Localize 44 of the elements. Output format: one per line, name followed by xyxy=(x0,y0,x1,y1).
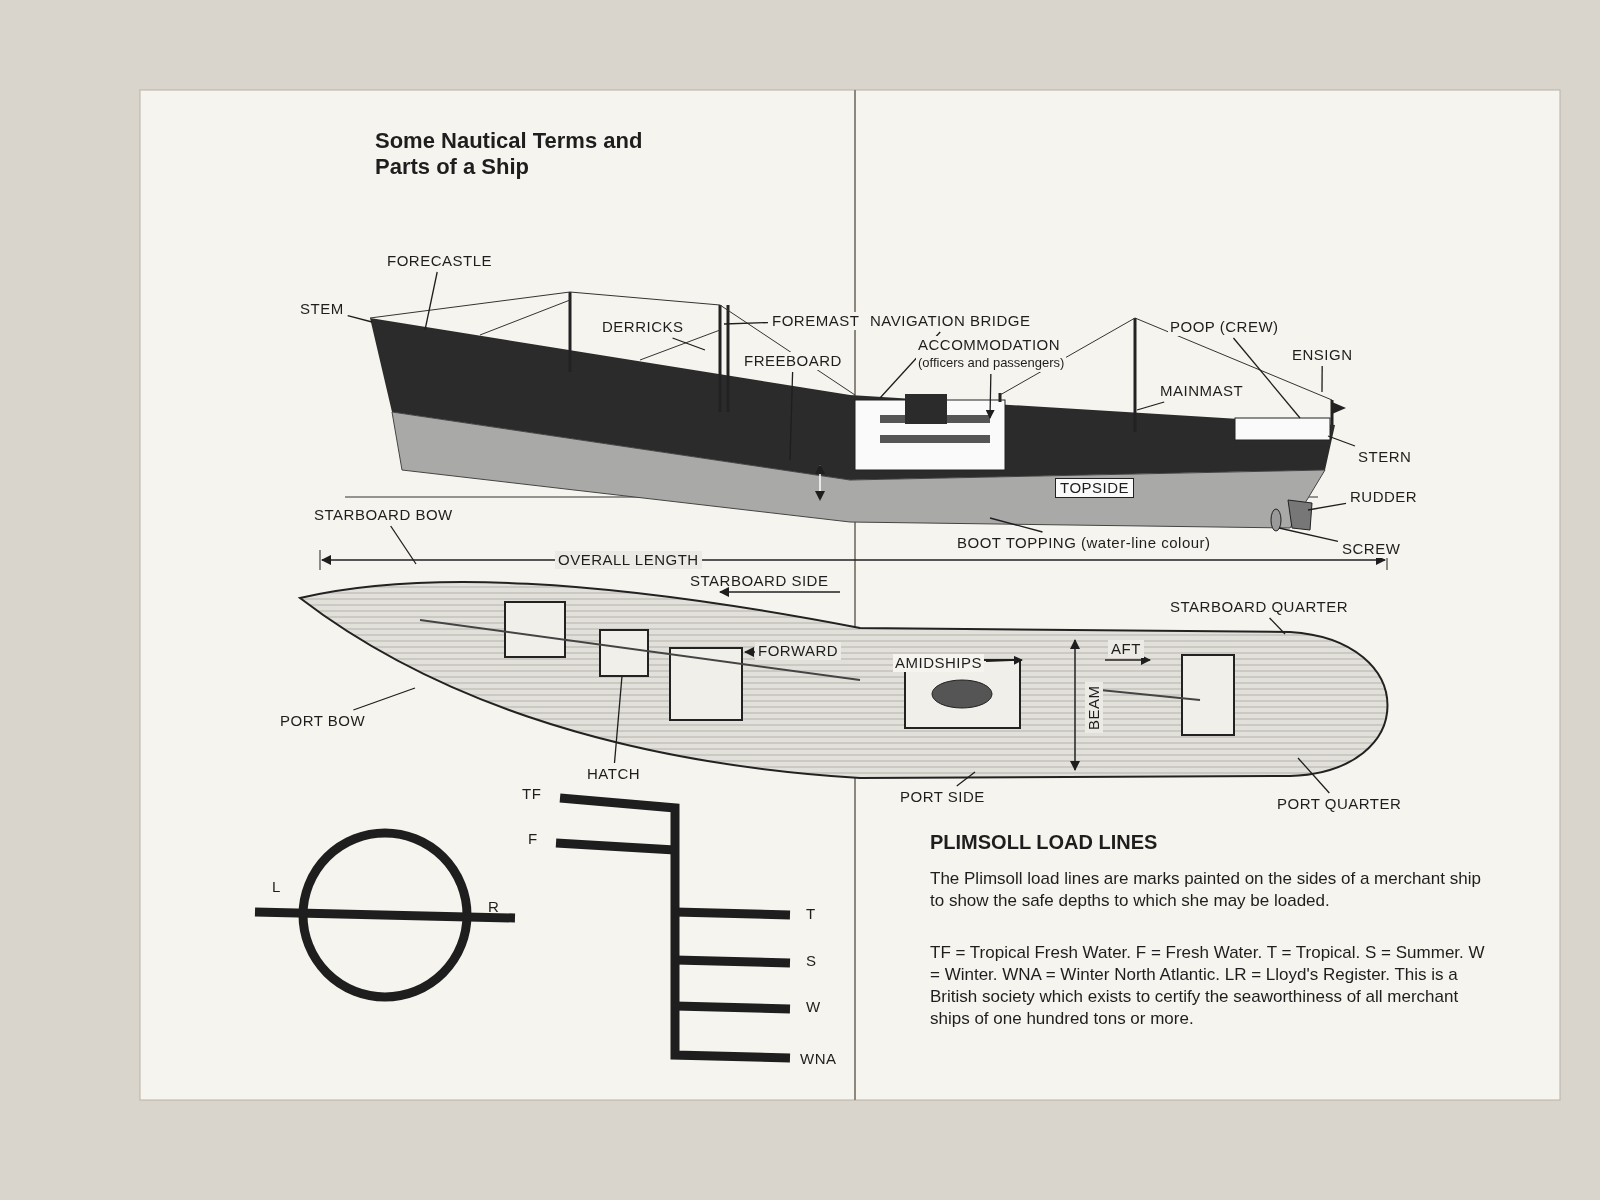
mark-letter: L xyxy=(272,878,281,896)
dimension-label: OVERALL LENGTH xyxy=(555,551,702,569)
leader-line xyxy=(789,371,794,461)
part-label: BOOT TOPPING (water-line colour) xyxy=(955,534,1213,552)
leader-line xyxy=(1232,337,1301,419)
leader-line xyxy=(352,687,416,711)
leader-line xyxy=(723,321,769,325)
page-title: Some Nautical Terms and Parts of a Ship xyxy=(375,128,644,180)
leader-line xyxy=(390,525,417,565)
hull-label: TOPSIDE xyxy=(1055,478,1135,498)
leader-line xyxy=(613,675,623,764)
direction-label: AFT xyxy=(1108,640,1144,658)
mark-letter: T xyxy=(806,905,816,923)
leader-line xyxy=(1321,365,1323,393)
part-label: (officers and passengers) xyxy=(916,354,1067,372)
mark-letter: R xyxy=(488,898,500,916)
leader-line xyxy=(671,337,706,351)
leader-line xyxy=(1297,757,1330,794)
leader-line xyxy=(1268,617,1286,635)
direction-label: STARBOARD SIDE xyxy=(690,572,829,590)
leader-line xyxy=(1327,435,1356,447)
part-label: FREEBOARD xyxy=(742,352,844,370)
mark-letter: S xyxy=(806,952,817,970)
paragraph: TF = Tropical Fresh Water. F = Fresh Water. T = Tropical. S = Summer. W = Winter. WNA = Winter North Atlantic. LR = Lloyd's Register. This is a British society which exists to certify the seaworthiness of all merchant ships of one hundred tons or more. xyxy=(930,942,1485,1030)
part-label: FOREMAST xyxy=(770,312,862,330)
section-heading: PLIMSOLL LOAD LINES xyxy=(930,833,1159,851)
part-label: AMIDSHIPS xyxy=(893,654,984,672)
mark-letter: WNA xyxy=(800,1050,837,1068)
mark-letter: W xyxy=(806,998,821,1016)
direction-label: FORWARD xyxy=(755,642,842,660)
mark-letter: TF xyxy=(522,785,542,803)
leader-line xyxy=(989,517,1044,533)
mark-letter: F xyxy=(528,830,538,848)
leader-line xyxy=(347,315,373,323)
leader-arrow xyxy=(985,373,995,419)
part-label: POOP (CREW) xyxy=(1168,318,1281,336)
paragraph: The Plimsoll load lines are marks painted on the sides of a merchant ship to show the safe depths to which she may be loaded. xyxy=(930,868,1482,912)
leader-line xyxy=(1307,502,1347,511)
leader-line xyxy=(1278,527,1339,543)
leader-line xyxy=(424,271,438,331)
leader-arrow xyxy=(985,655,1023,665)
dimension-label: BEAM xyxy=(1085,682,1103,733)
leader-line xyxy=(956,771,976,787)
leader-line xyxy=(1136,401,1165,411)
